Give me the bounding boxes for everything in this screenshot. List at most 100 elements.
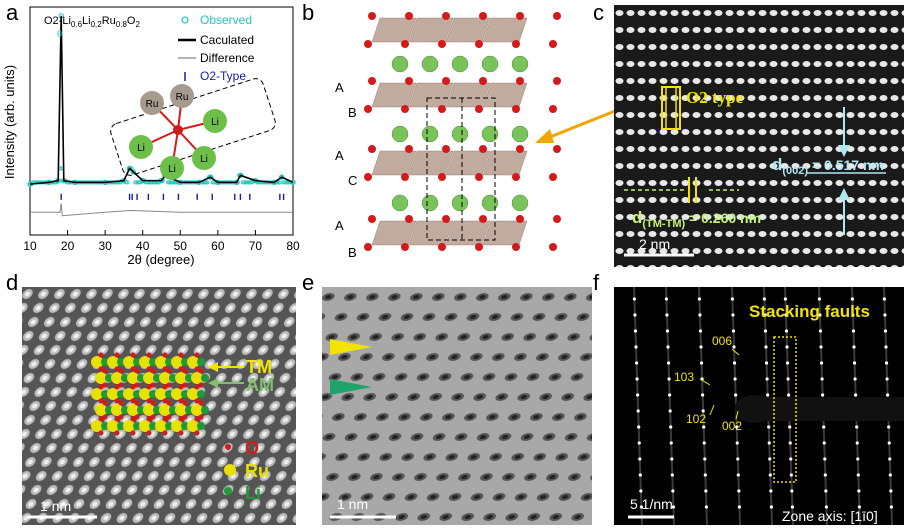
- diffraction-spot: [823, 473, 827, 477]
- li-atom: [149, 390, 157, 398]
- oxygen-atom: [364, 40, 372, 48]
- lithium-atom: [481, 55, 499, 73]
- diffraction-spot: [763, 313, 767, 317]
- diffraction-spot: [882, 297, 887, 301]
- o-atom: [134, 400, 140, 406]
- diffraction-spot: [817, 297, 822, 301]
- li-atom: [197, 422, 205, 430]
- ru-atom: [91, 420, 103, 432]
- oxygen-atom: [364, 105, 372, 113]
- diffraction-spot: [697, 297, 702, 301]
- o-atom: [162, 430, 168, 436]
- diffraction-spot: [787, 393, 791, 397]
- oxygen-atom: [549, 40, 557, 48]
- o-atom: [98, 398, 104, 404]
- oxygen-atom: [549, 243, 557, 251]
- o-atom: [198, 400, 204, 406]
- diffraction-spot: [703, 473, 707, 477]
- diffraction-spot: [824, 489, 828, 493]
- ru-atom: [107, 356, 119, 368]
- o-atom: [150, 400, 156, 406]
- li-atom: [165, 422, 173, 430]
- d002-label: d(002) = 0.517 nm: [772, 155, 884, 177]
- o-atom: [178, 430, 184, 436]
- diffraction-spot: [701, 393, 705, 397]
- oxygen-atom: [475, 40, 483, 48]
- tm-octahedron: [408, 150, 454, 176]
- observed-point: [135, 180, 140, 185]
- diffraction-spot: [784, 313, 788, 317]
- diffraction-spot: [665, 313, 669, 317]
- svg-text:Ru: Ru: [176, 92, 189, 103]
- legend-calculated: Caculated: [200, 33, 254, 47]
- plot-frame: [29, 6, 294, 236]
- diffraction-spot: [820, 377, 824, 381]
- stacking-label: C: [348, 173, 357, 188]
- ru-atom: [107, 420, 119, 432]
- li-atom: [133, 358, 141, 366]
- ru-atom: [170, 84, 194, 108]
- ru-atom: [155, 356, 167, 368]
- o-atom: [198, 368, 204, 374]
- diffraction-spot: [670, 457, 674, 461]
- x-tick-label: 40: [136, 239, 150, 253]
- observed-point: [246, 180, 251, 185]
- o-atom: [166, 368, 172, 374]
- li-atom: [117, 422, 125, 430]
- beam-stop: [754, 397, 904, 421]
- legend-o2type: O2-Type: [200, 69, 246, 83]
- diffraction-spot: [823, 457, 827, 461]
- oxygen-atom: [549, 105, 557, 113]
- am-label: AM: [246, 375, 274, 395]
- diffraction-spot: [764, 361, 769, 365]
- diffraction-spot: [822, 425, 826, 429]
- li-atom: [201, 406, 209, 414]
- diffraction-spot: [670, 473, 674, 477]
- diffraction-spot: [730, 297, 735, 301]
- atomic-model-overlay: [91, 352, 209, 436]
- diffraction-spot: [701, 409, 705, 413]
- li-atom: [197, 390, 205, 398]
- ru-atom: [107, 388, 119, 400]
- oxygen-atom: [401, 40, 409, 48]
- li-atom: [185, 374, 193, 382]
- tm-octahedron: [371, 82, 417, 108]
- o-atom-center: [173, 125, 183, 135]
- diffraction-spot: [855, 425, 859, 429]
- structure-layers: [364, 12, 561, 251]
- li-atom: [101, 422, 109, 430]
- o-atom: [98, 416, 104, 422]
- lithium-atom: [421, 194, 439, 212]
- diffraction-spot: [883, 329, 888, 333]
- diffraction-spot: [888, 473, 892, 477]
- diffraction-spot: [818, 313, 822, 317]
- observed-point: [284, 180, 289, 185]
- o-atom: [162, 384, 168, 390]
- atom-legend: O Ru Li: [224, 438, 269, 503]
- li-atom: [197, 358, 205, 366]
- ru-atom: [175, 404, 187, 416]
- diffraction-spot: [763, 329, 768, 333]
- diffraction-spot: [735, 441, 739, 445]
- diffraction-spot: [633, 329, 638, 333]
- diffraction-spot: [636, 409, 640, 413]
- lithium-atom: [421, 125, 439, 143]
- diffraction-spot: [857, 489, 861, 493]
- panel-letter-a: a: [6, 0, 19, 25]
- diffraction-spot: [789, 457, 793, 461]
- li-atom: [201, 374, 209, 382]
- observed-point: [248, 180, 253, 185]
- diffraction-spot: [666, 345, 670, 349]
- li-atom: [181, 422, 189, 430]
- ru-atom: [187, 420, 199, 432]
- o-atom: [114, 430, 120, 436]
- observed-point: [171, 180, 176, 185]
- li-atom: [153, 406, 161, 414]
- scalebar-label: 1 nm: [337, 496, 368, 512]
- tm-octahedron: [408, 220, 454, 246]
- yellow-arrowhead: [330, 339, 372, 355]
- streak-line: [633, 287, 643, 525]
- diffraction-spot: [784, 329, 789, 333]
- li-atom: [129, 135, 153, 159]
